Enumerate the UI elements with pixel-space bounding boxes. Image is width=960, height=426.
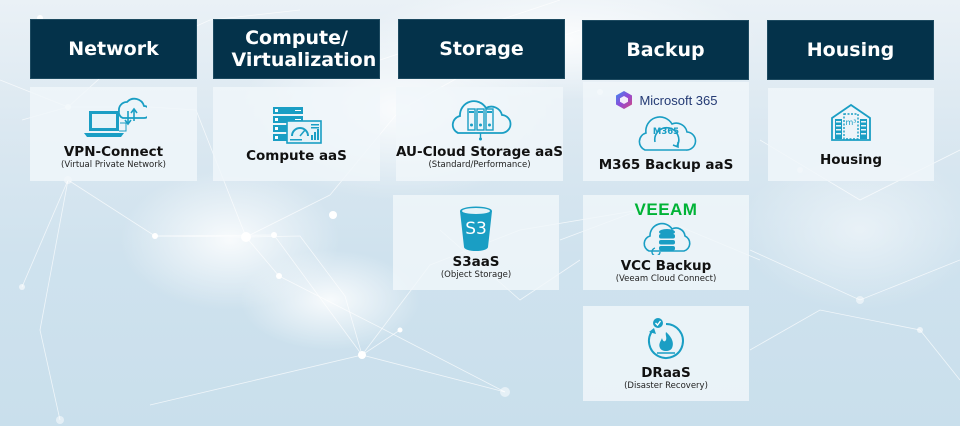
service-subtitle: (Virtual Private Network) [61, 160, 166, 170]
cubic-meter-label: m³ [845, 117, 857, 127]
cloud-database-icon [640, 221, 692, 255]
column-header-housing: Housing [767, 20, 934, 80]
service-card-m365-backup-aas[interactable]: Microsoft 365 M365 M365 Backup aaS [583, 82, 749, 181]
disaster-recovery-icon [643, 316, 689, 362]
datacenter-housing-icon: m³ [830, 102, 872, 142]
service-subtitle: (Disaster Recovery) [624, 380, 708, 391]
cloud-storage-icon [448, 97, 512, 141]
microsoft-365-logo-icon [614, 90, 634, 110]
service-subtitle: (Veeam Cloud Connect) [615, 273, 717, 284]
s3-bucket-icon: S3 [458, 205, 494, 251]
service-subtitle: (Object Storage) [440, 269, 512, 280]
service-title: S3aaS [452, 253, 500, 270]
m365-icon-label: M365 [652, 127, 680, 137]
service-title: VCC Backup [620, 257, 712, 274]
service-card-draas[interactable]: DRaaS (Disaster Recovery) [583, 306, 749, 401]
s3-label: S3 [465, 218, 487, 239]
column-header-storage: Storage [398, 19, 565, 79]
veeam-logo: VEEAM [634, 199, 698, 219]
m365-cloud-sync-icon: M365 [635, 112, 697, 154]
service-card-vpn-connect[interactable]: VPN-Connect (Virtual Private Network) [30, 87, 197, 181]
service-card-compute-aas[interactable]: Compute aaS [213, 87, 380, 181]
service-title: DRaaS [641, 364, 691, 381]
microsoft-365-brand: Microsoft 365 [614, 90, 718, 110]
microsoft-365-brand-text: Microsoft 365 [639, 92, 718, 108]
column-header-backup: Backup [582, 20, 749, 80]
service-card-housing[interactable]: m³ Housing [768, 88, 934, 181]
service-card-vcc-backup[interactable]: VEEAM VCC Backup (Veeam Cloud Connect) [583, 195, 749, 290]
service-title: VPN-Connect [63, 144, 164, 160]
service-title: AU-Cloud Storage aaS [395, 144, 564, 160]
service-title: Housing [819, 151, 883, 168]
service-subtitle: (Standard/Performance) [428, 160, 531, 170]
server-dashboard-icon [271, 105, 323, 145]
service-card-au-cloud-storage-aas[interactable]: AU-Cloud Storage aaS (Standard/Performan… [396, 87, 563, 181]
service-card-s3aas[interactable]: S3 S3aaS (Object Storage) [393, 195, 559, 290]
column-header-label: Compute/ Virtualization [231, 27, 377, 71]
vpn-laptop-cloud-icon [81, 97, 147, 141]
service-title: M365 Backup aaS [598, 157, 734, 173]
column-header-compute-virtualization: Compute/ Virtualization [213, 19, 380, 79]
column-header-network: Network [30, 19, 197, 79]
service-title: Compute aaS [246, 147, 347, 164]
